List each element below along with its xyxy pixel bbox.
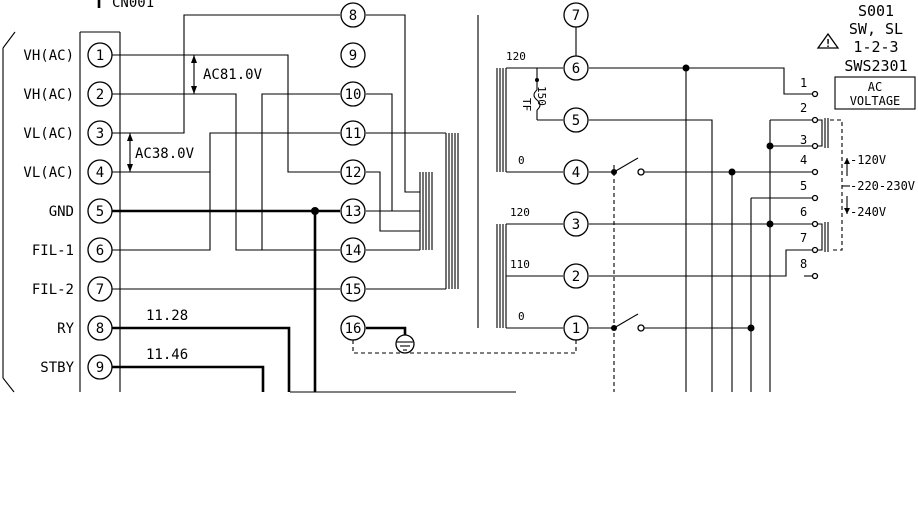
switch-pin: 4 xyxy=(800,153,807,167)
voltage-annotations: AC81.0V AC38.0V 11.28 11.46 xyxy=(127,55,263,363)
stby-voltage: 11.46 xyxy=(146,347,188,363)
svg-text:16: 16 xyxy=(345,321,362,337)
primary-terminal: 3 xyxy=(563,211,589,237)
transformer-terminal: 12 xyxy=(340,159,366,185)
transformer-terminal: 16 xyxy=(340,315,366,341)
upper-0-label: 0 xyxy=(518,154,525,167)
connector-name: CN001 xyxy=(112,0,154,11)
transformer-terminal: 11 xyxy=(340,120,366,146)
transformer-terminal: 8 xyxy=(340,2,366,28)
connector-pin: VH(AC) 1 xyxy=(23,42,113,68)
transformer-terminal: 10 xyxy=(340,81,366,107)
primary-terminal: 6 xyxy=(563,55,589,81)
switch-pin: 3 xyxy=(800,133,807,147)
svg-text:4: 4 xyxy=(572,165,580,181)
switch-pin: 8 xyxy=(800,257,807,271)
secondary-wiring xyxy=(112,14,516,393)
switch-pin: 6 xyxy=(800,205,807,219)
pin-number: 1 xyxy=(96,48,104,64)
lower-0-label: 0 xyxy=(518,310,525,323)
switch-positions: 1-2-3 xyxy=(853,38,898,56)
switch-part: SWS2301 xyxy=(844,57,907,75)
svg-text:5: 5 xyxy=(572,113,580,129)
transformer-terminal: 13 xyxy=(340,198,366,224)
secondary-coils xyxy=(352,14,577,354)
lower-110-label: 110 xyxy=(510,258,530,271)
pin-number: 7 xyxy=(96,282,104,298)
switch-function-line2: VOLTAGE xyxy=(850,94,901,108)
svg-text:11: 11 xyxy=(345,126,362,142)
lower-120-label: 120 xyxy=(510,206,530,219)
connector-pin-list: VH(AC) 1 VH(AC) 2 VL(AC) 3 VL(AC) 4 GND … xyxy=(23,42,113,380)
svg-text:12: 12 xyxy=(345,165,362,181)
pin-label: FIL-1 xyxy=(32,243,74,259)
primary-terminals: 7 6 5 4 3 2 1 xyxy=(563,2,589,341)
pin-number: 5 xyxy=(96,204,104,220)
svg-text:8: 8 xyxy=(349,8,357,24)
pin-number: 6 xyxy=(96,243,104,259)
connector-pin: FIL-1 6 xyxy=(32,237,113,263)
switch-pin: 1 xyxy=(800,76,807,90)
voltage-selector-switch: ! S001 SW, SL 1-2-3 SWS2301 AC VOLTAGE 1… xyxy=(800,2,916,280)
pin-label: VH(AC) xyxy=(23,87,74,103)
upper-120-label: 120 xyxy=(506,50,526,63)
svg-text:3: 3 xyxy=(572,217,580,233)
transformer-terminals: 8 9 10 11 12 13 14 15 16 xyxy=(340,2,366,341)
primary-wiring xyxy=(575,27,812,392)
thermal-temp-label: 150 xyxy=(535,86,548,106)
transformer-terminal: 9 xyxy=(340,42,366,68)
connector-pin: STBY 9 xyxy=(40,354,113,380)
switch-type: SW, SL xyxy=(849,20,903,38)
setting-120v: -120V xyxy=(850,153,886,167)
primary-terminal: 4 xyxy=(563,159,589,185)
svg-text:10: 10 xyxy=(345,87,362,103)
switch-pin: 2 xyxy=(800,101,807,115)
pin-label: VL(AC) xyxy=(23,165,74,181)
svg-text:6: 6 xyxy=(572,61,580,77)
transformer-terminal: 14 xyxy=(340,237,366,263)
transformer-terminal: 15 xyxy=(340,276,366,302)
pin-number: 3 xyxy=(96,126,104,142)
vh-voltage: AC81.0V xyxy=(203,67,263,83)
pin-number: 9 xyxy=(96,360,104,376)
primary-coils: 120 0 TF 150 120 110 0 xyxy=(496,50,563,329)
pin-number: 2 xyxy=(96,87,104,103)
pin-label: GND xyxy=(49,204,74,220)
pin-number: 8 xyxy=(96,321,104,337)
primary-terminal: 1 xyxy=(563,315,589,341)
svg-text:13: 13 xyxy=(345,204,362,220)
warning-icon: ! xyxy=(825,37,832,50)
connector-pin: VL(AC) 4 xyxy=(23,159,113,185)
ry-voltage: 11.28 xyxy=(146,308,188,324)
connector-pin: VL(AC) 3 xyxy=(23,120,113,146)
switch-pin: 5 xyxy=(800,179,807,193)
primary-terminal: 5 xyxy=(563,107,589,133)
vl-voltage: AC38.0V xyxy=(135,146,195,162)
switch-ref: S001 xyxy=(858,2,894,20)
pin-label: VH(AC) xyxy=(23,48,74,64)
svg-text:7: 7 xyxy=(572,8,580,24)
primary-terminal: 2 xyxy=(563,263,589,289)
svg-text:14: 14 xyxy=(345,243,362,259)
switch-function-line1: AC xyxy=(868,80,882,94)
connector-pin: RY 8 xyxy=(57,315,113,341)
svg-text:9: 9 xyxy=(349,48,357,64)
connector-pin: FIL-2 7 xyxy=(32,276,113,302)
pin-label: FIL-2 xyxy=(32,282,74,298)
pin-number: 4 xyxy=(96,165,104,181)
pin-label: RY xyxy=(57,321,74,337)
pin-label: VL(AC) xyxy=(23,126,74,142)
svg-text:2: 2 xyxy=(572,269,580,285)
connector-pin: VH(AC) 2 xyxy=(23,81,113,107)
setting-220-230v: -220-230V xyxy=(850,179,915,193)
svg-text:15: 15 xyxy=(345,282,362,298)
primary-terminal: 7 xyxy=(563,2,589,28)
pin-label: STBY xyxy=(40,360,74,376)
setting-240v: -240V xyxy=(850,205,886,219)
thermal-fuse-label: TF xyxy=(520,98,533,111)
switch-pin: 7 xyxy=(800,231,807,245)
svg-text:1: 1 xyxy=(572,321,580,337)
